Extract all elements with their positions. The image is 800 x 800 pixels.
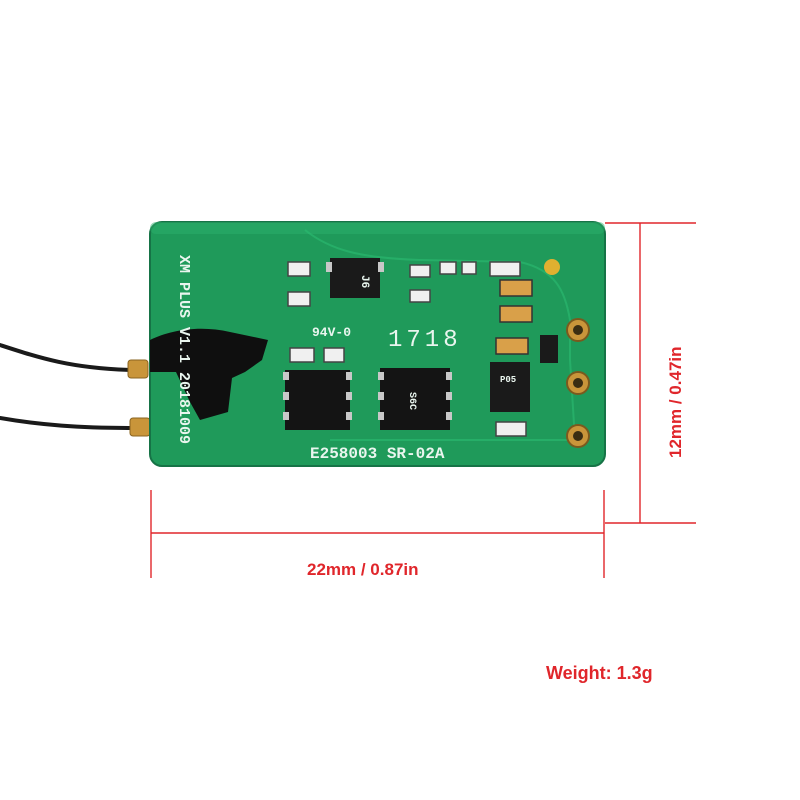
passive-components	[287, 261, 527, 437]
antenna-connectors	[127, 359, 151, 437]
signal-pads	[544, 259, 590, 448]
chip-mark-j6: J6	[358, 275, 370, 288]
chip-mark-p05: P05	[500, 375, 516, 385]
silkscreen-text: E258003 SR-02A 94V-0 1718 XM PLUS V1.1 2…	[175, 255, 516, 463]
weight-label: Weight: 1.3g	[546, 663, 653, 683]
ic-chips	[283, 258, 530, 430]
silkscreen-vertical-text: XM PLUS V1.1 20181009	[175, 255, 192, 444]
chip-mark-s6c: S6C	[406, 392, 417, 410]
antenna-wires	[0, 343, 134, 430]
receiver-board: E258003 SR-02A 94V-0 1718 XM PLUS V1.1 2…	[149, 221, 606, 467]
silkscreen-date-code: 1718	[388, 327, 462, 354]
width-dimension-label: 22mm / 0.87in	[307, 560, 419, 579]
tan-capacitors	[495, 279, 533, 355]
silkscreen-model-text: E258003 SR-02A	[310, 445, 445, 463]
height-dimension-lines	[605, 222, 696, 524]
silkscreen-rating-text: 94V-0	[312, 325, 351, 340]
width-dimension-lines	[150, 490, 605, 578]
height-dimension-label: 12mm / 0.47in	[666, 346, 685, 458]
